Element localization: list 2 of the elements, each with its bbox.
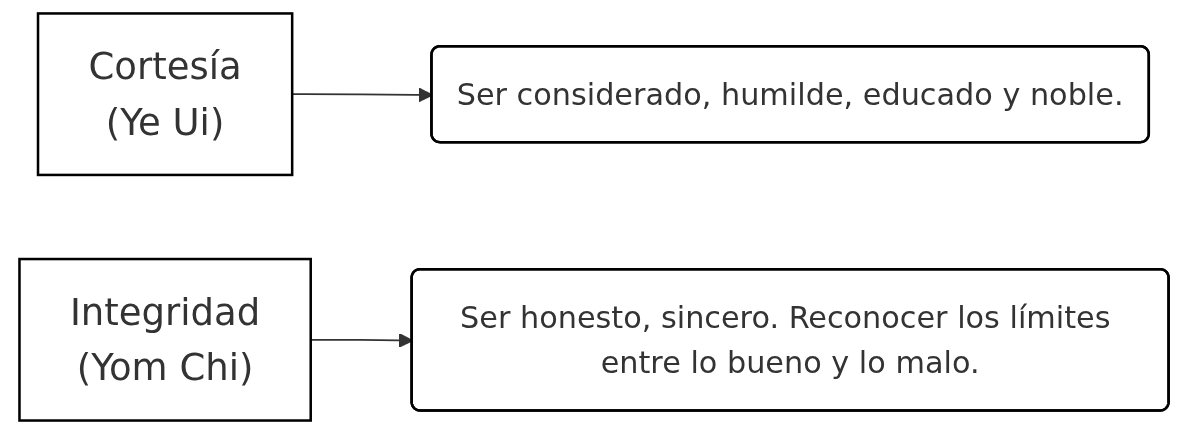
- node-box: Integridad (Yom Chi): [18, 257, 313, 422]
- node-box: Cortesía (Ye Ui): [37, 12, 294, 177]
